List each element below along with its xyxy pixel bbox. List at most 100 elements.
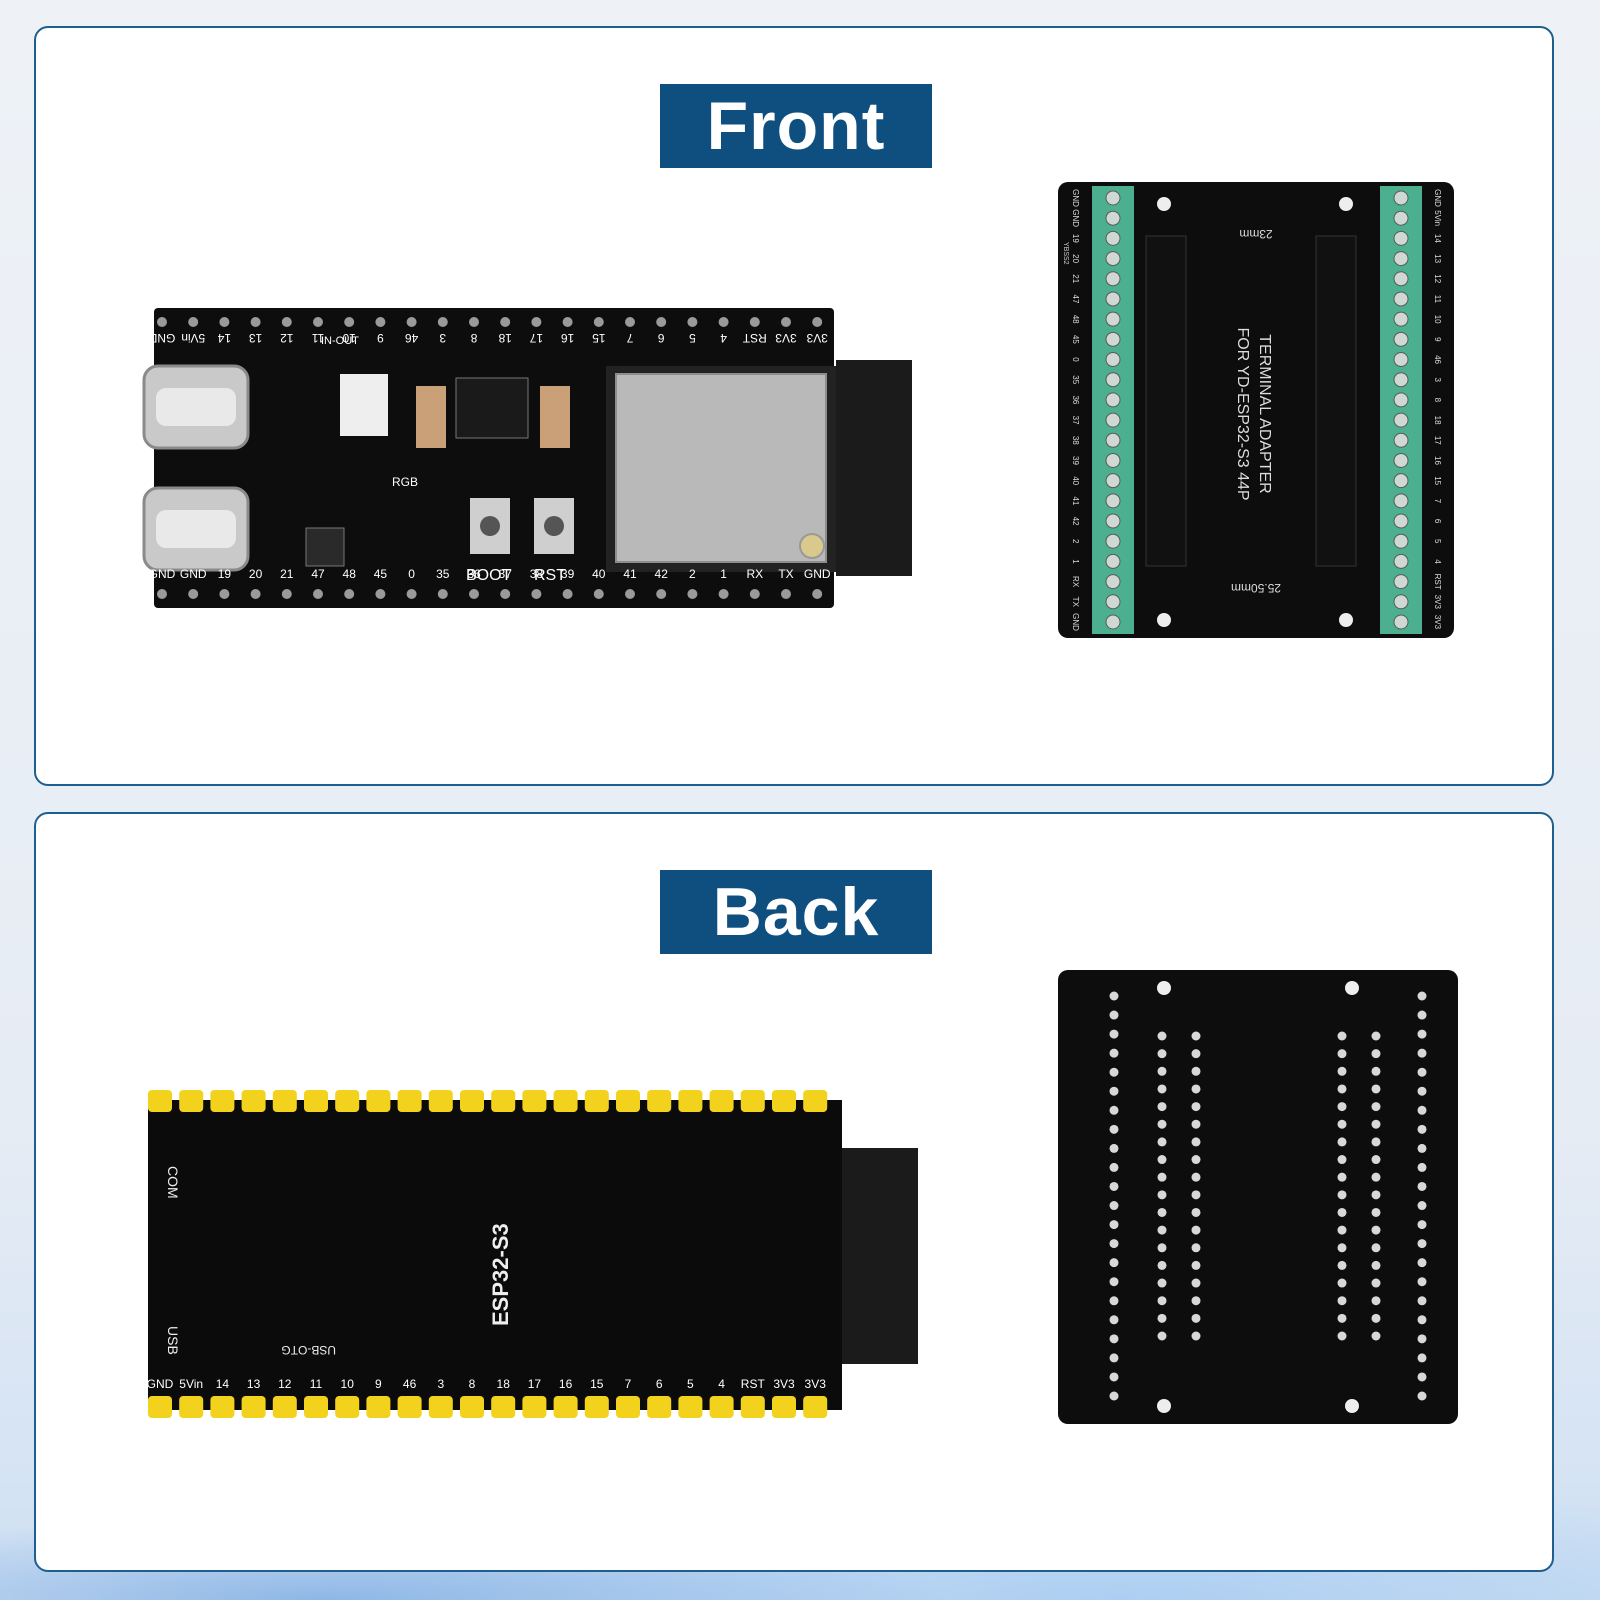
- through-hole: [1417, 1105, 1427, 1115]
- through-hole: [1109, 1048, 1119, 1058]
- header-pin: [272, 1090, 297, 1112]
- back-pin-label: 14: [216, 1377, 230, 1391]
- pin-hole: [562, 317, 573, 327]
- back-pin-label: 13: [247, 1377, 261, 1391]
- header-pin: [304, 1396, 328, 1418]
- screw-terminal: [1393, 614, 1409, 630]
- pin-hole: [406, 589, 417, 599]
- top-pin-label: 18: [498, 331, 512, 345]
- through-hole: [1417, 1143, 1427, 1153]
- top-pin-label: 3: [439, 331, 446, 345]
- back-pin-label: 4: [718, 1377, 725, 1391]
- header-pin: [647, 1396, 672, 1418]
- adapter-right-pin-label: 5Vin: [1433, 210, 1442, 226]
- through-hole: [1417, 1048, 1427, 1058]
- adapter-left-pin-label: 1: [1071, 559, 1080, 564]
- through-hole: [1337, 1172, 1347, 1182]
- top-pin-label: 8: [470, 331, 477, 345]
- header-pin: [678, 1090, 703, 1112]
- header-pin: [803, 1396, 828, 1418]
- through-hole: [1109, 1124, 1119, 1134]
- screw-terminal: [1105, 432, 1121, 448]
- adapter-right-pin-label: 5: [1433, 539, 1442, 544]
- pin-hole: [656, 589, 667, 599]
- top-pin-label: GND: [148, 331, 175, 345]
- pin-hole: [250, 589, 261, 599]
- pin-hole: [157, 317, 167, 327]
- through-hole: [1157, 1066, 1167, 1076]
- through-hole: [1109, 1372, 1119, 1382]
- through-hole: [1371, 1102, 1381, 1112]
- pin-hole: [219, 317, 230, 327]
- screw-terminal: [1105, 352, 1121, 368]
- through-hole: [1371, 1172, 1381, 1182]
- back-pin-label: 18: [497, 1377, 511, 1391]
- through-hole: [1371, 1155, 1381, 1165]
- through-hole: [1157, 1031, 1167, 1041]
- pin-hole: [437, 589, 448, 599]
- through-hole: [1417, 1372, 1427, 1382]
- bottom-pin-label: 40: [592, 567, 606, 581]
- through-hole: [1417, 1391, 1427, 1401]
- through-hole: [1371, 1049, 1381, 1059]
- screw-terminal: [1105, 210, 1121, 226]
- screw-terminal: [1393, 372, 1409, 388]
- top-pin-label: 3V3: [806, 331, 828, 345]
- through-hole: [1337, 1066, 1347, 1076]
- through-hole: [1191, 1225, 1201, 1235]
- through-hole: [1109, 1315, 1119, 1325]
- screw-terminal: [1393, 210, 1409, 226]
- back-pin-label: 11: [310, 1377, 323, 1391]
- adapter-left-pin-label: 0: [1071, 357, 1080, 362]
- through-hole: [1157, 1260, 1167, 1270]
- through-hole: [1191, 1084, 1201, 1094]
- through-hole: [1417, 1162, 1427, 1172]
- bottom-pin-label: 35: [436, 567, 450, 581]
- header-pin: [803, 1090, 828, 1112]
- top-pin-label: 6: [658, 331, 665, 345]
- through-hole: [1109, 1201, 1119, 1211]
- adapter-right-pin-label: 12: [1433, 274, 1442, 283]
- adapter-left-pin-label: GND: [1071, 613, 1080, 631]
- adapter-left-pin-label: 35: [1071, 375, 1080, 384]
- header-pin: [678, 1396, 703, 1418]
- rgb-label: RGB: [392, 475, 418, 489]
- adapter-dim-bottom: 25.50mm: [1231, 581, 1281, 595]
- through-hole: [1417, 1220, 1427, 1230]
- through-hole: [1109, 1258, 1119, 1268]
- bottom-pin-label: 1: [720, 567, 727, 581]
- through-hole: [1417, 1086, 1427, 1096]
- through-hole: [1371, 1066, 1381, 1076]
- adapter-left-pin-label: 42: [1071, 517, 1080, 526]
- through-hole: [1157, 1313, 1167, 1323]
- header-pin: [397, 1396, 422, 1418]
- through-hole: [1417, 1277, 1427, 1287]
- top-pin-label: 12: [280, 331, 294, 345]
- through-hole: [1157, 1331, 1167, 1341]
- through-hole: [1371, 1313, 1381, 1323]
- through-hole: [1191, 1049, 1201, 1059]
- pin-hole: [344, 317, 355, 327]
- adapter-right-pin-label: 13: [1433, 254, 1442, 263]
- through-hole: [1157, 1102, 1167, 1112]
- adapter-left-pin-label: 21: [1071, 274, 1080, 283]
- bottom-pin-label: 0: [408, 567, 415, 581]
- through-hole: [1191, 1137, 1201, 1147]
- pin-hole: [469, 317, 479, 327]
- adapter-left-pin-label: 48: [1071, 315, 1080, 324]
- adapter-left-pin-label: RX: [1071, 576, 1080, 588]
- adapter-right-pin-label: RST: [1433, 574, 1442, 590]
- pin-hole: [812, 589, 823, 599]
- adapter-back-photo: [1058, 970, 1458, 1424]
- through-hole: [1191, 1190, 1201, 1200]
- screw-terminal: [1393, 513, 1409, 529]
- pin-hole: [344, 589, 355, 599]
- through-hole: [1417, 1258, 1427, 1268]
- screw-terminal: [1105, 331, 1121, 347]
- screw-terminal: [1393, 452, 1409, 468]
- through-hole: [1337, 1137, 1347, 1147]
- top-pin-label: 7: [626, 331, 633, 345]
- top-pin-label: 3V3: [775, 331, 797, 345]
